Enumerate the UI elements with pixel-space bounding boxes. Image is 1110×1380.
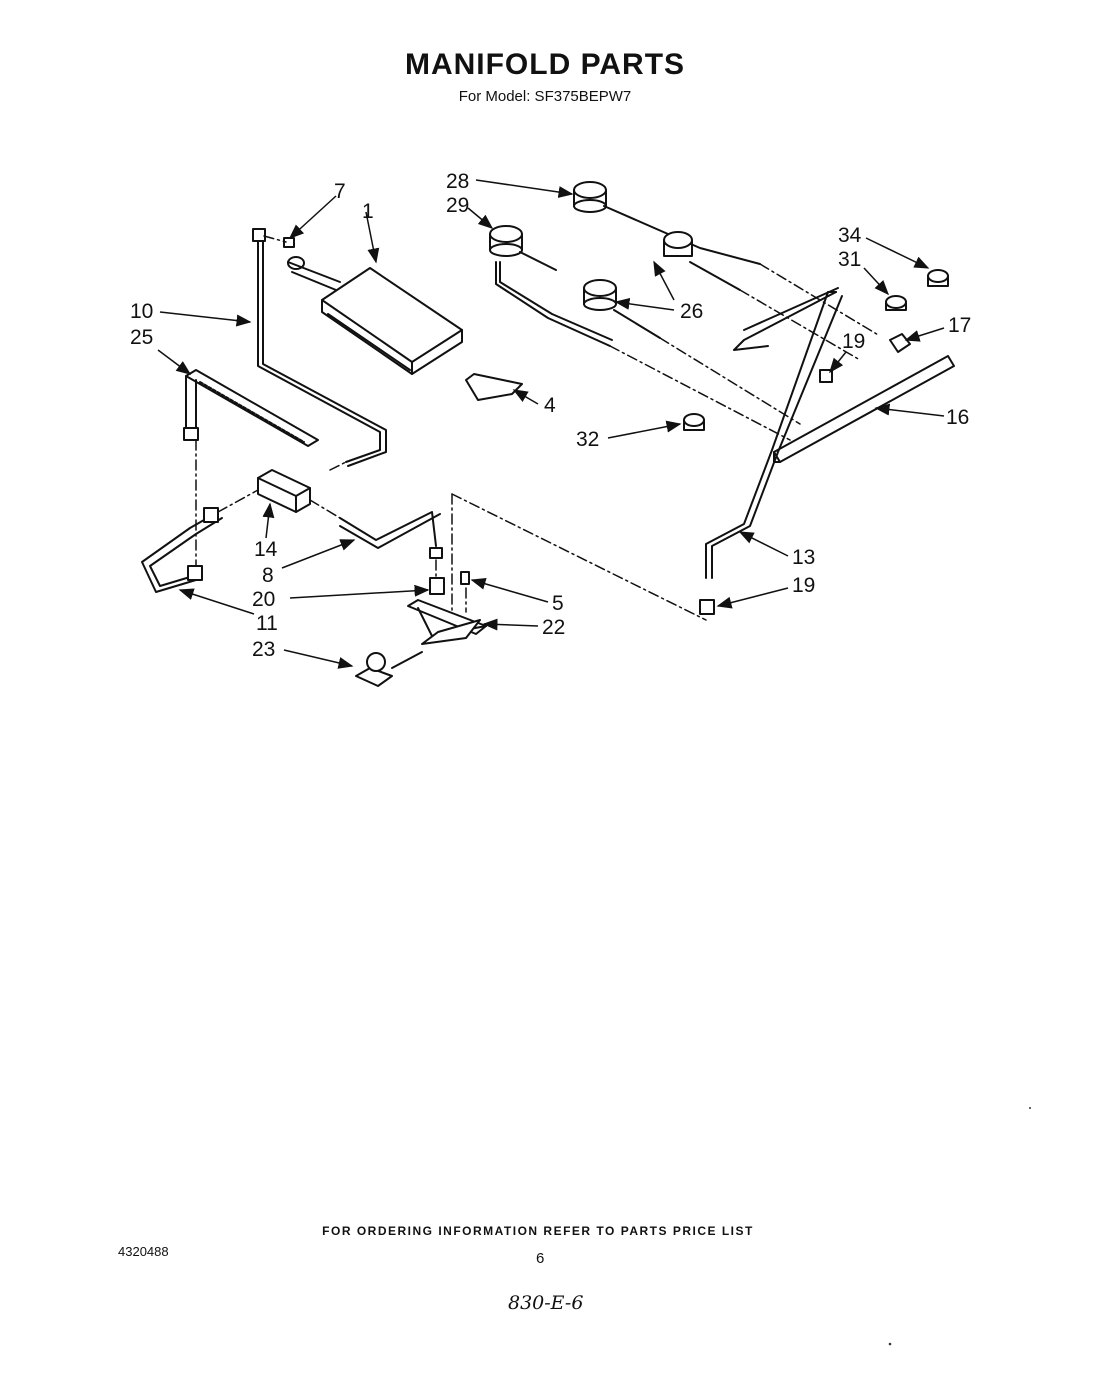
- callout-23: 23: [252, 638, 275, 661]
- regulator-assembly: [355, 547, 487, 687]
- broil-burner: [287, 256, 463, 375]
- document-number: 4320488: [118, 1244, 169, 1259]
- leader-1: [365, 211, 380, 264]
- callout-11: 11: [256, 612, 278, 635]
- callout-8: 8: [262, 564, 274, 587]
- callout-19a: 19: [842, 330, 865, 353]
- leader-7: [288, 195, 337, 240]
- leader-26b: [653, 260, 675, 301]
- callout-13: 13: [792, 546, 815, 569]
- leader-5: [470, 577, 549, 603]
- callout-22: 22: [542, 616, 565, 639]
- page-title: MANIFOLD PARTS: [404, 48, 686, 81]
- manifold-fitting: [889, 333, 911, 353]
- leader-32: [607, 420, 682, 439]
- callout-31: 31: [838, 248, 861, 271]
- callout-20: 20: [252, 588, 275, 611]
- leader-11: [178, 588, 255, 615]
- leader-17: [904, 327, 945, 342]
- manifold-pipe: [773, 355, 955, 463]
- leader-13: [738, 531, 789, 557]
- callout-29: 29: [446, 194, 469, 217]
- broil-tube: [257, 241, 381, 463]
- callout-4: 4: [544, 394, 556, 417]
- page-number: 6: [536, 1250, 545, 1267]
- oven-safety-valve: [257, 469, 311, 513]
- surface-burners: [489, 181, 761, 347]
- callout-25: 25: [130, 326, 153, 349]
- leader-16: [874, 403, 945, 417]
- callout-16: 16: [946, 406, 969, 429]
- callout-5: 5: [552, 592, 564, 615]
- callout-7: 7: [334, 180, 346, 203]
- leader-22: [482, 618, 539, 631]
- leader-4: [512, 389, 539, 405]
- leader-29: [467, 207, 494, 229]
- leader-8: [281, 539, 356, 569]
- oven-burner: [183, 369, 319, 447]
- callout-10: 10: [130, 300, 153, 323]
- callout-17: 17: [948, 314, 971, 337]
- leader-19a: [829, 351, 847, 374]
- callout-1: 1: [362, 200, 374, 223]
- callout-19b: 19: [792, 574, 815, 597]
- callout-34: 34: [838, 224, 862, 247]
- control-knobs: [683, 269, 949, 431]
- ordering-note: FOR ORDERING INFORMATION REFER TO PARTS …: [322, 1224, 754, 1238]
- handwritten-annotation: 830-E-6: [508, 1292, 584, 1314]
- leader-26: [614, 297, 675, 311]
- callout-26: 26: [680, 300, 703, 323]
- leader-31: [863, 267, 890, 296]
- leader-34: [865, 237, 930, 269]
- bracket: [465, 373, 523, 401]
- leader-23: [283, 649, 354, 669]
- leader-25: [157, 349, 192, 375]
- callout-14: 14: [254, 538, 278, 561]
- leader-20: [289, 584, 430, 599]
- leader-28: [475, 179, 574, 198]
- callout-32: 32: [576, 428, 599, 451]
- leader-19b: [716, 587, 789, 609]
- leader-14: [262, 502, 275, 539]
- callout-28: 28: [446, 170, 469, 193]
- leader-10: [159, 311, 252, 327]
- model-subtitle: For Model: SF375BEPW7: [458, 88, 632, 105]
- valve-tube: [339, 511, 437, 547]
